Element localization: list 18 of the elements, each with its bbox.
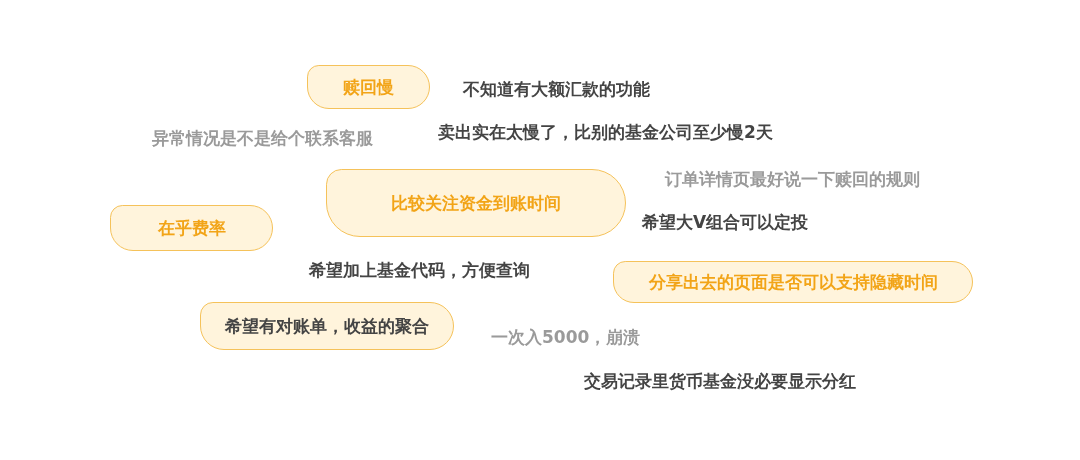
bubble-text: 比较关注资金到账时间 — [391, 191, 561, 215]
feedback-bubble — [307, 65, 430, 109]
bubble-text: 在乎费率 — [157, 216, 226, 240]
feedback-bubble — [326, 169, 626, 237]
feedback-note: 异常情况是不是给个联系客服 — [152, 126, 373, 150]
feedback-bubble — [613, 261, 973, 303]
bubble-text: 希望有对账单，收益的聚合 — [225, 314, 429, 338]
bubble-text: 分享出去的页面是否可以支持隐藏时间 — [648, 270, 938, 294]
feedback-note: 交易记录里货币基金没必要显示分红 — [584, 369, 856, 393]
feedback-bubble — [110, 205, 273, 251]
feedback-note: 一次入5000，崩溃 — [491, 325, 641, 349]
bubble-text: 赎回慢 — [343, 75, 394, 99]
feedback-note: 卖出实在太慢了，比别的基金公司至少慢2天 — [438, 120, 773, 144]
feedback-bubble — [200, 302, 454, 350]
feedback-note: 希望加上基金代码，方便查询 — [309, 258, 530, 282]
feedback-note: 订单详情页最好说一下赎回的规则 — [665, 167, 920, 191]
feedback-note: 不知道有大额汇款的功能 — [463, 77, 650, 101]
feedback-note: 希望大V组合可以定投 — [642, 210, 809, 234]
